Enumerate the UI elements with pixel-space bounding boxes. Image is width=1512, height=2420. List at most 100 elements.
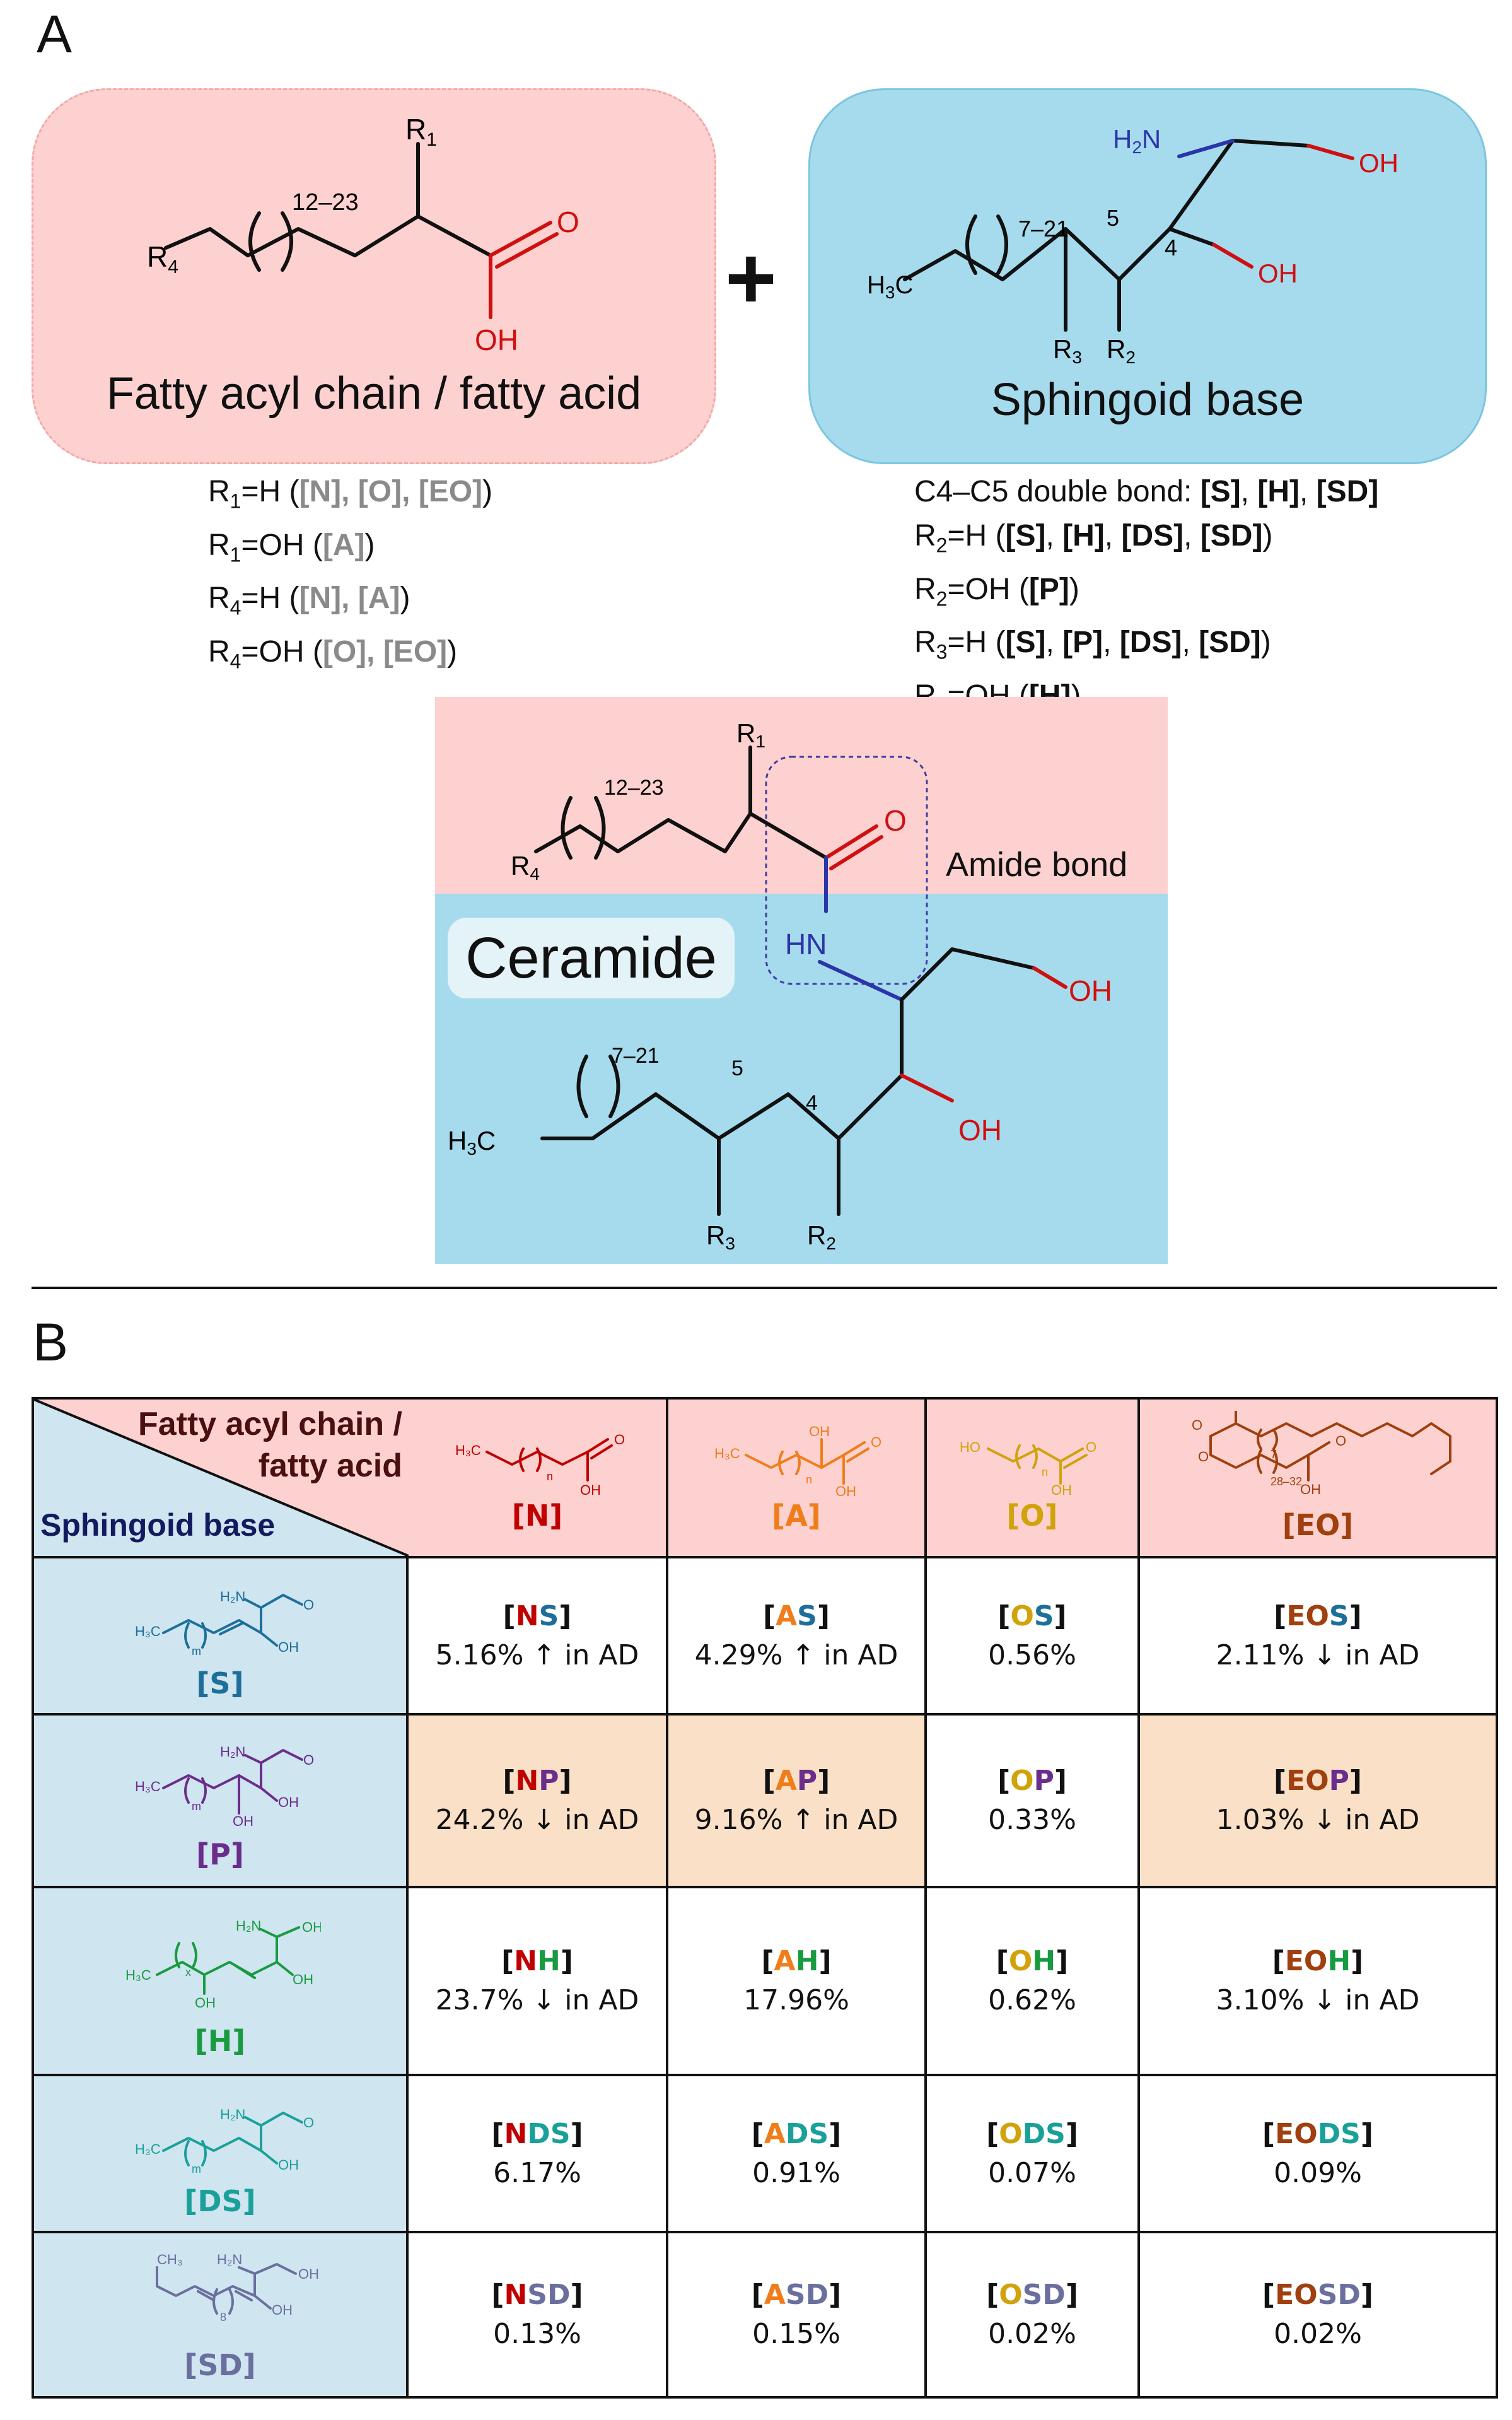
sb-struct-text: OH: [303, 1597, 315, 1613]
fa-struct-text: n: [547, 1470, 553, 1483]
class-code: [EOS]: [1274, 1599, 1362, 1632]
fa-struct-text: 28–32: [1271, 1475, 1302, 1488]
class-code: [NDS]: [491, 2117, 583, 2150]
class-code: [ODS]: [986, 2117, 1078, 2150]
class-code: [NH]: [501, 1945, 573, 1978]
corner-fatty-label: Fatty acyl chain / fatty acid: [137, 1406, 402, 1484]
cer-fatty-repeat-label: 12–23: [604, 776, 664, 800]
class-code: [AH]: [761, 1945, 832, 1978]
sphingoid-code: [P]: [196, 1837, 244, 1872]
sb-struct-text: H₂N: [217, 2252, 242, 2267]
sph-repeat-label: 7–21: [1018, 216, 1069, 242]
class-abundance: 5.16% ↑ in AD: [435, 1639, 639, 1671]
cer-r2-label: R2: [807, 1220, 836, 1253]
cell-as: [AS] 4.29% ↑ in AD: [666, 1555, 927, 1716]
sb-struct-text: H₂N: [236, 1918, 261, 1934]
class-abundance: 4.29% ↑ in AD: [694, 1639, 898, 1671]
sb-struct-text: H₃C: [125, 1967, 151, 1983]
sphingoid-box-caption: Sphingoid base: [991, 375, 1305, 425]
amide-bond-highlight: [765, 756, 928, 985]
class-abundance: 6.17%: [493, 2156, 581, 2189]
fa-struct-text: O: [871, 1434, 881, 1450]
panel-b-letter: B: [33, 1312, 69, 1372]
cell-eods: [EODS]0.09%: [1137, 2074, 1498, 2234]
cer-r4-label: R4: [511, 851, 540, 884]
cell-nh: [NH] 23.7% ↓ in AD: [406, 1885, 668, 2077]
fa-struct-text: 7: [1271, 1448, 1277, 1461]
fa-struct-text: O: [614, 1432, 625, 1447]
fa-struct-text: n: [1042, 1466, 1048, 1478]
class-code: [EOP]: [1274, 1765, 1362, 1797]
class-code: [ASD]: [751, 2279, 842, 2312]
cer-c4-label: 4: [806, 1091, 818, 1115]
ceramide-label: Ceramide: [448, 918, 735, 998]
sphingoid-header-p: H₂NOHOHH₃CmOH[P]: [32, 1713, 409, 1888]
class-code: [AP]: [762, 1765, 830, 1797]
class-code: [ADS]: [751, 2117, 842, 2150]
class-abundance: 0.91%: [752, 2156, 840, 2189]
hydroxyl-label: OH: [475, 324, 518, 356]
sphingoid-code: [SD]: [184, 2348, 256, 2383]
c4-label: 4: [1165, 235, 1177, 260]
fatty-rules-list: R1=H ([N], [O], [EO])R1=OH ([A])R4=H ([N…: [208, 470, 492, 683]
amide-bond-label: Amide bond: [946, 846, 1128, 884]
fatty-acyl-box: R4 R1 12–23 O OH Fatty acyl chain / fatt…: [32, 88, 716, 464]
sb-struct-text: m: [192, 1645, 201, 1657]
c5-label: 5: [1107, 205, 1119, 231]
sphingoid-header-ds: H₂NOHOHH₃Cm[DS]: [32, 2074, 409, 2234]
class-abundance: 24.2% ↓ in AD: [435, 1804, 639, 1837]
r2-label: R2: [1107, 334, 1136, 367]
fa-struct-text: n: [806, 1473, 812, 1486]
class-abundance: 0.09%: [1274, 2156, 1362, 2189]
sphingoid-code: [S]: [196, 1666, 244, 1700]
secondary-oh-label: OH: [1258, 259, 1298, 288]
r3-label: R3: [1053, 334, 1082, 367]
cell-oh: [OH] 0.62%: [924, 1885, 1140, 2077]
cell-os: [OS]0.56%: [924, 1555, 1140, 1716]
sb-struct-text: 8: [220, 2311, 226, 2324]
fa-struct-text: O: [1192, 1417, 1202, 1433]
cell-np: [NP]24.2% ↓ in AD: [406, 1713, 668, 1888]
ceramide-class-table: Fatty acyl chain / fatty acid Sphingoid …: [32, 1397, 1498, 2399]
fatty-box-caption: Fatty acyl chain / fatty acid: [106, 368, 642, 419]
sb-struct-text: H₂N: [220, 1744, 245, 1760]
cer-carbonyl-o-label: O: [884, 804, 907, 837]
class-code: [OH]: [996, 1945, 1069, 1978]
fa-struct-text: O: [1335, 1433, 1346, 1449]
fatty-acid-code: [O]: [1006, 1499, 1058, 1533]
fa-struct-text: OH: [835, 1483, 856, 1496]
sb-struct-text: OH: [293, 1972, 313, 1987]
class-abundance: 0.62%: [988, 1984, 1076, 2017]
sb-struct-text: OH: [195, 1995, 216, 2011]
cell-op: [OP]0.33%: [924, 1713, 1140, 1888]
ceramide-structure: R4 R1 12–23 O HN OH OH H3C 7–21 5 4 R3 R…: [448, 718, 1112, 1253]
fa-struct-text: O: [1086, 1439, 1096, 1455]
cell-nsd: [NSD]0.13%: [406, 2231, 668, 2399]
sb-struct-text: OH: [272, 2302, 293, 2318]
h2n-label: H2N: [1113, 124, 1161, 157]
class-abundance: 0.13%: [493, 2318, 581, 2351]
sb-struct-text: x: [185, 1966, 191, 1979]
class-abundance: 23.7% ↓ in AD: [435, 1984, 639, 2017]
fatty-repeat-label: 12–23: [292, 189, 359, 216]
panel-a-letter: A: [37, 4, 73, 64]
sb-struct-text: OH: [302, 1919, 321, 1935]
cell-asd: [ASD]0.15%: [666, 2231, 927, 2399]
fatty-rule-2: R4=H ([N], [A]): [208, 582, 410, 619]
sb-struct-text: OH: [278, 1794, 299, 1810]
cer-sph-repeat-label: 7–21: [612, 1044, 660, 1068]
cer-secondary-oh-label: OH: [958, 1114, 1002, 1147]
sb-struct-text: m: [192, 1800, 201, 1813]
sb-struct-text: H₃C: [135, 2141, 161, 2157]
sphingoid-rule-1: R2=H ([S], [H], [DS], [SD]): [914, 519, 1273, 557]
cer-hn-label: HN: [785, 928, 827, 961]
table-corner-header: Fatty acyl chain / fatty acid Sphingoid …: [32, 1397, 409, 1558]
class-code: [AS]: [763, 1599, 830, 1632]
fa-struct-text: H₃C: [455, 1442, 481, 1458]
sb-struct-text: OH: [278, 2157, 299, 2173]
sb-struct-text: OH: [303, 1752, 315, 1768]
